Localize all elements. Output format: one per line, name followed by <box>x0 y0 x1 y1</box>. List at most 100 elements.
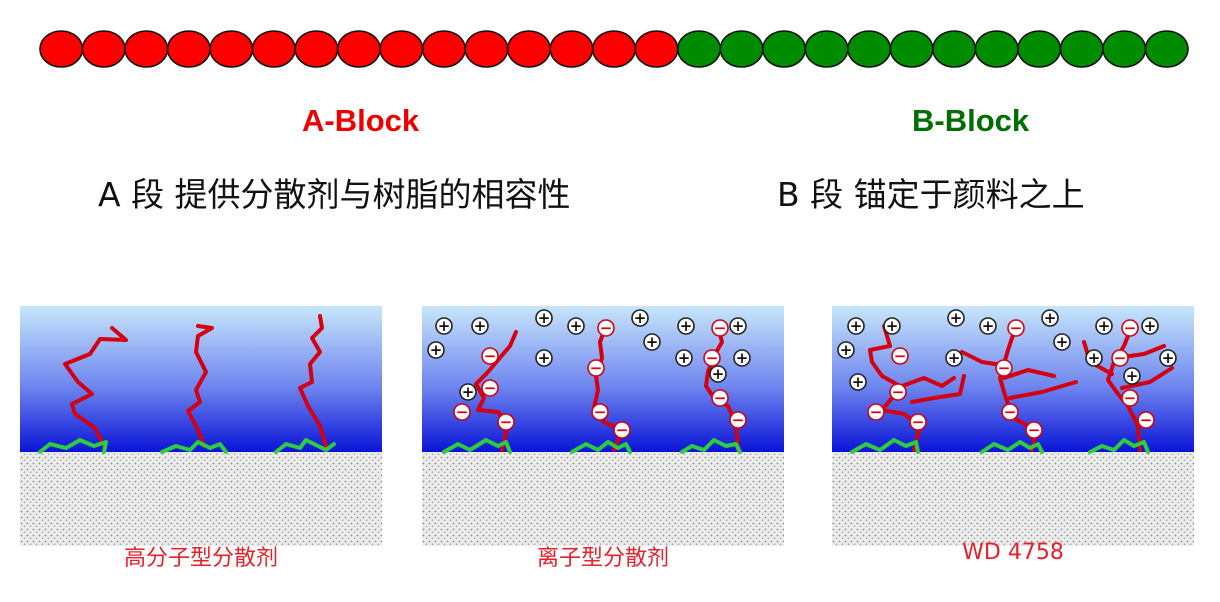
svg-text:−: − <box>1028 421 1041 439</box>
anion-symbol: − <box>909 413 927 431</box>
anion-symbol: − <box>703 349 721 367</box>
svg-text:+: + <box>538 309 551 327</box>
anion-symbol: − <box>995 359 1013 377</box>
cation-symbol: + <box>1053 333 1071 351</box>
a-block-segment <box>124 30 169 68</box>
svg-text:+: + <box>1056 333 1069 351</box>
svg-text:−: − <box>616 421 629 439</box>
cation-symbol: + <box>945 349 963 367</box>
a-block-segment <box>634 30 679 68</box>
cation-symbol: + <box>427 341 445 359</box>
anion-symbol: − <box>1121 389 1139 407</box>
svg-text:−: − <box>870 403 883 421</box>
anion-symbol: − <box>1121 319 1139 337</box>
cation-symbol: + <box>979 317 997 335</box>
cation-symbol: + <box>1095 317 1113 335</box>
b-block-segment <box>1102 30 1147 68</box>
cation-symbol: + <box>677 317 695 335</box>
svg-text:+: + <box>948 349 961 367</box>
svg-text:−: − <box>714 319 727 337</box>
anchor-segment <box>680 438 742 454</box>
svg-text:−: − <box>1004 403 1017 421</box>
a-block-segment <box>81 30 126 68</box>
svg-text:−: − <box>1140 411 1153 429</box>
b-block-label: B-Block <box>912 103 1030 138</box>
b-block-segment <box>719 30 764 68</box>
svg-text:−: − <box>484 379 497 397</box>
cation-symbol: + <box>471 317 489 335</box>
anion-symbol: − <box>1001 403 1019 421</box>
cation-symbol: + <box>729 317 747 335</box>
svg-text:−: − <box>500 413 513 431</box>
svg-text:−: − <box>706 349 719 367</box>
svg-text:+: + <box>538 349 551 367</box>
anion-symbol: − <box>453 403 471 421</box>
cation-symbol: + <box>1041 309 1059 327</box>
svg-text:−: − <box>912 413 925 431</box>
anion-symbol: − <box>867 403 885 421</box>
svg-text:+: + <box>1044 309 1057 327</box>
svg-text:−: − <box>1124 389 1137 407</box>
b-block-segment <box>847 30 892 68</box>
polymer-chain <box>186 324 214 448</box>
a-block-segment <box>294 30 339 68</box>
svg-text:−: − <box>892 383 905 401</box>
anchor-segment <box>442 438 512 454</box>
a-block-segment <box>209 30 254 68</box>
pigment-surface <box>20 452 382 546</box>
svg-text:−: − <box>590 359 603 377</box>
svg-text:+: + <box>840 341 853 359</box>
anchor-segment <box>980 440 1044 454</box>
panel-polymeric-dispersant <box>20 306 382 546</box>
anion-symbol: − <box>711 319 729 337</box>
anion-symbol: − <box>891 347 909 365</box>
anion-symbol: − <box>1007 319 1025 337</box>
cation-symbol: + <box>567 317 585 335</box>
cation-symbol: + <box>947 309 965 327</box>
cation-symbol: + <box>459 383 477 401</box>
svg-text:+: + <box>1088 349 1101 367</box>
cation-symbol: + <box>883 317 901 335</box>
caption-polymeric-dispersant: 高分子型分散剂 <box>123 546 278 571</box>
anion-symbol: − <box>1137 411 1155 429</box>
svg-text:+: + <box>982 317 995 335</box>
cation-group: ++++++++++++++ <box>837 309 1177 391</box>
a-block-segment <box>251 30 296 68</box>
b-block-segment <box>932 30 977 68</box>
anchor-segment <box>850 438 920 454</box>
anion-group: −−−−−−−−−−−− <box>867 319 1155 439</box>
polymer-chain <box>900 374 966 404</box>
svg-text:+: + <box>430 341 443 359</box>
anion-symbol: − <box>591 403 609 421</box>
svg-text:+: + <box>570 317 583 335</box>
svg-text:+: + <box>646 333 659 351</box>
b-block-segment <box>804 30 849 68</box>
b-block-segment <box>1059 30 1104 68</box>
svg-text:+: + <box>1098 317 1111 335</box>
cation-symbol: + <box>435 317 453 335</box>
svg-text:+: + <box>950 309 963 327</box>
anion-symbol: − <box>613 421 631 439</box>
anion-symbol: − <box>729 411 747 429</box>
anchor-segment <box>570 440 632 454</box>
cation-symbol: + <box>1123 367 1141 385</box>
b-block-segment <box>1017 30 1062 68</box>
svg-text:+: + <box>1126 367 1139 385</box>
cation-symbol: + <box>733 349 751 367</box>
a-block-label: A-Block <box>302 103 420 138</box>
anion-symbol: − <box>587 359 605 377</box>
svg-text:+: + <box>732 317 745 335</box>
svg-text:−: − <box>484 347 497 365</box>
cation-symbol: + <box>631 309 649 327</box>
polymer-chain <box>298 314 328 448</box>
anchor-segment <box>160 440 228 454</box>
caption-wd4758: WD 4758 <box>962 540 1064 565</box>
svg-text:−: − <box>714 389 727 407</box>
svg-text:+: + <box>680 317 693 335</box>
cation-symbol: + <box>1159 349 1177 367</box>
svg-text:+: + <box>736 349 749 367</box>
svg-text:+: + <box>886 317 899 335</box>
b-block-segment <box>762 30 807 68</box>
anion-symbol: − <box>481 379 499 397</box>
svg-text:+: + <box>474 317 487 335</box>
